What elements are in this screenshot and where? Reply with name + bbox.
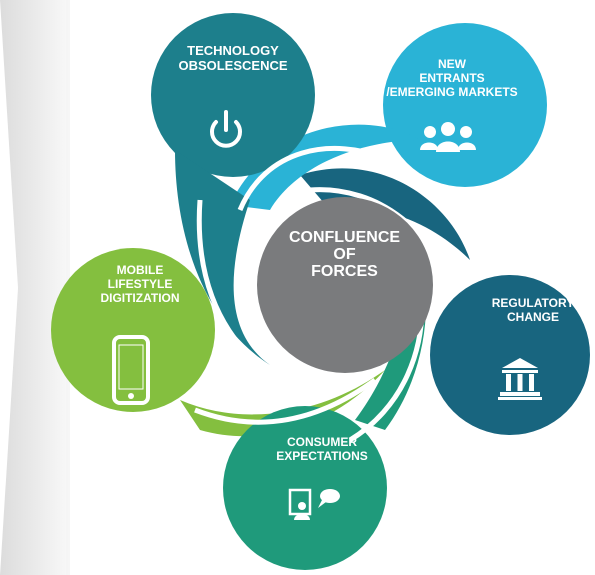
- label-consumer-expectations: CONSUMER EXPECTATIONS: [257, 435, 387, 464]
- label-line: OBSOLESCENCE: [178, 57, 288, 73]
- label-line: ENTRANTS: [419, 70, 485, 85]
- power-icon: [210, 110, 242, 148]
- label-line: REGULATORY: [491, 296, 575, 310]
- chevron-band: [0, 0, 66, 575]
- center-label-line: FORCES: [311, 262, 378, 280]
- label-line: LIFESTYLE: [107, 276, 173, 291]
- label-regulatory-change: REGULATORY CHANGE: [458, 296, 595, 325]
- label-new-entrants: NEW ENTRANTS /EMERGING MARKETS: [372, 57, 532, 99]
- label-line: CHANGE: [506, 309, 559, 324]
- people-group-icon: [420, 122, 476, 152]
- label-line: TECHNOLOGY: [187, 43, 279, 58]
- label-line: CONSUMER: [286, 435, 357, 449]
- center-label-line: OF: [333, 245, 356, 263]
- label-line: /EMERGING MARKETS: [386, 84, 518, 99]
- center-label-line: CONFLUENCE: [288, 229, 401, 246]
- chat-person-icon: [288, 488, 340, 520]
- center-circle: [257, 197, 433, 373]
- label-technology-obsolescence: TECHNOLOGY OBSOLESCENCE: [168, 43, 298, 74]
- center-label: CONFLUENCE OF FORCES: [257, 229, 432, 280]
- label-line: DIGITIZATION: [100, 290, 180, 305]
- bank-building-icon: [498, 358, 542, 400]
- label-mobile-lifestyle: MOBILE LIFESTYLE DIGITIZATION: [70, 263, 210, 305]
- mobile-phone-icon: [112, 335, 150, 405]
- label-line: MOBILE: [116, 263, 164, 277]
- label-line: NEW: [438, 57, 466, 71]
- label-line: EXPECTATIONS: [276, 448, 368, 463]
- chevron-notch: [0, 0, 18, 575]
